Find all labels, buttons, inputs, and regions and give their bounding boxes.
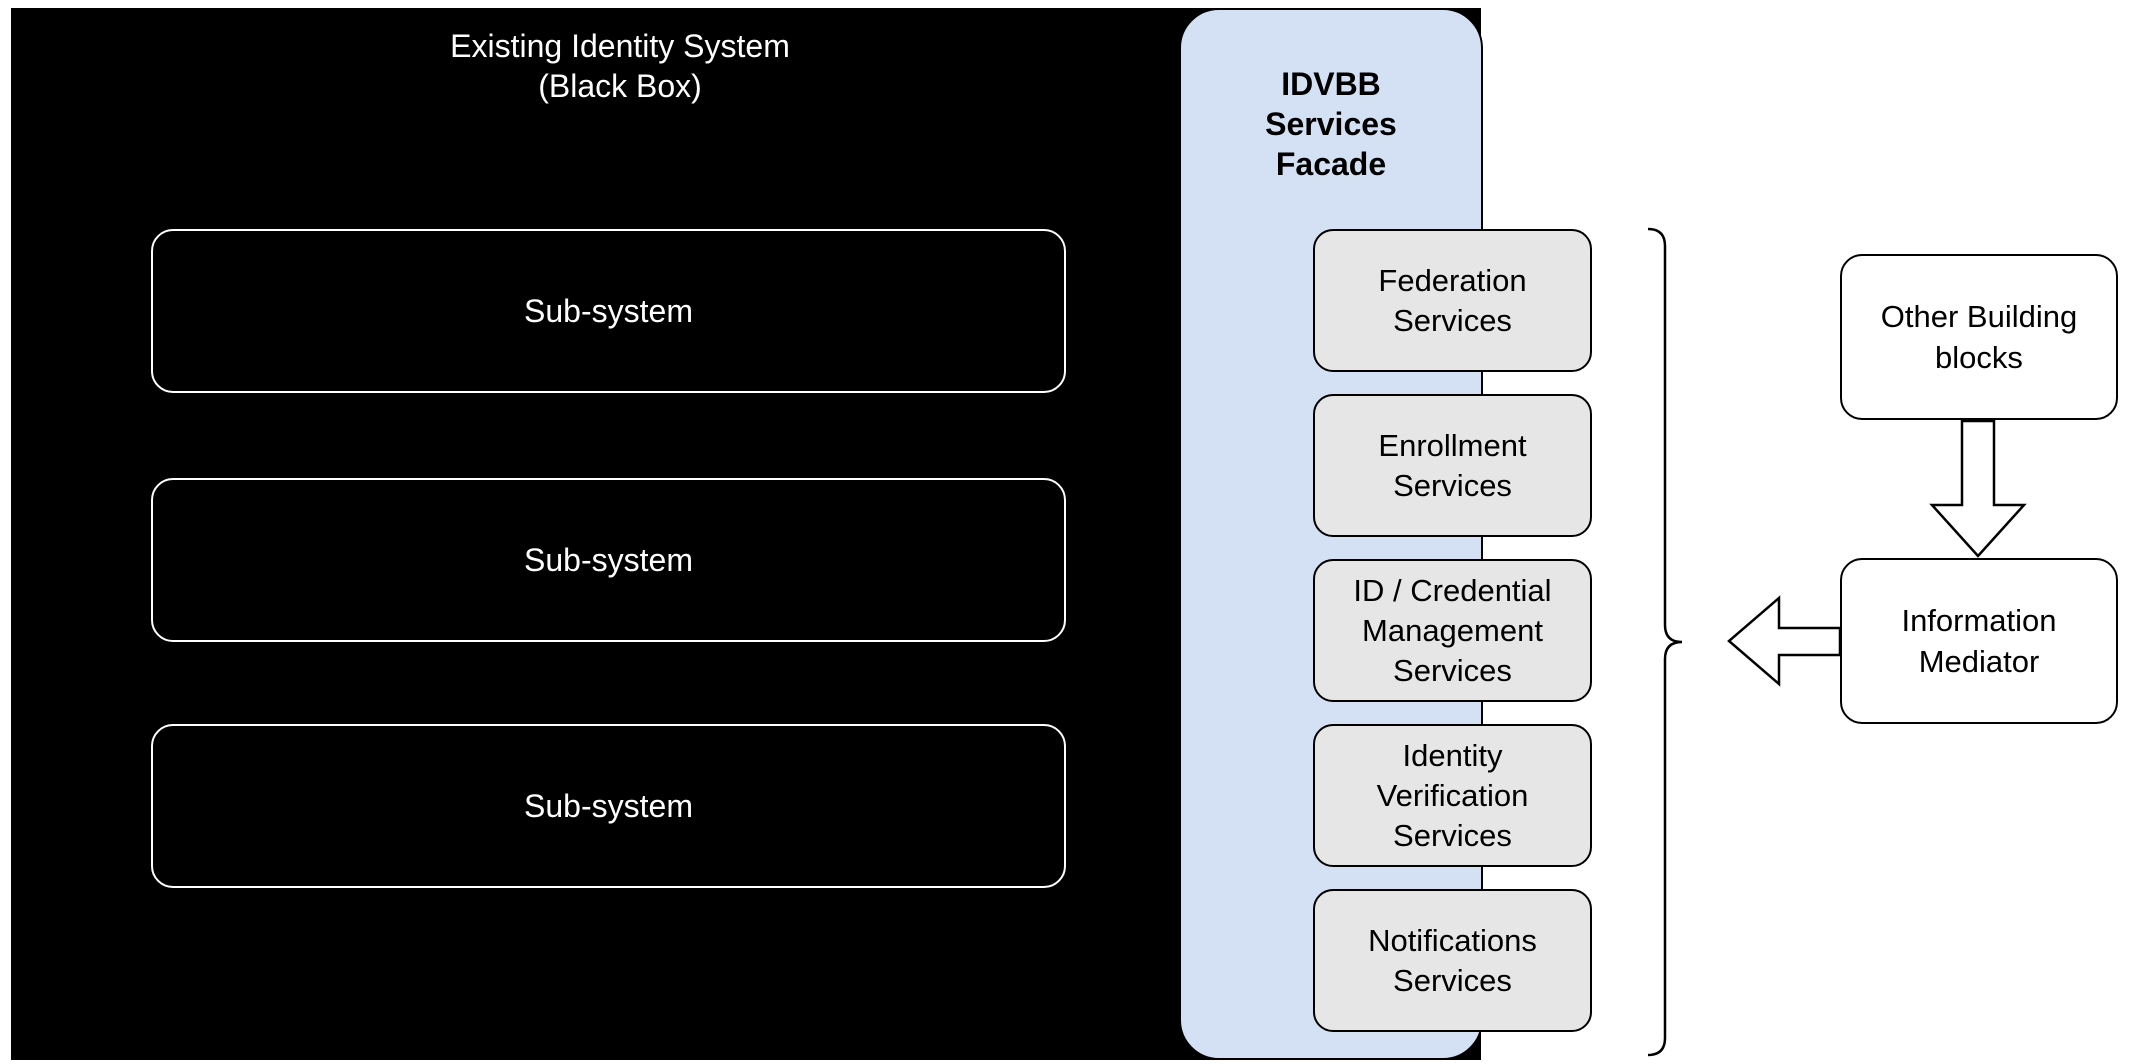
service-label-line: Management <box>1362 612 1543 648</box>
info-mediator-line1: Information <box>1901 603 2057 638</box>
identity-verification-services-box: Identity Verification Services <box>1313 724 1592 867</box>
subsystem-box: Sub-system <box>151 478 1066 642</box>
black-box-title-line1: Existing Identity System <box>450 28 790 64</box>
service-label-line: ID / Credential <box>1353 572 1552 608</box>
subsystem-box: Sub-system <box>151 724 1066 888</box>
notifications-services-box: Notifications Services <box>1313 889 1592 1032</box>
service-label-line: Federation <box>1378 262 1527 298</box>
subsystem-label: Sub-system <box>524 541 693 578</box>
facade-title: IDVBB Services Facade <box>1220 64 1442 184</box>
service-label-line: Services <box>1393 467 1512 503</box>
service-label-line: Enrollment <box>1378 427 1527 463</box>
curly-brace <box>1647 227 1683 1057</box>
subsystem-label: Sub-system <box>524 787 693 824</box>
service-label-line: Notifications <box>1368 922 1537 958</box>
subsystem-box: Sub-system <box>151 229 1066 393</box>
facade-title-line3: Facade <box>1275 146 1387 182</box>
service-label-line: Identity <box>1402 737 1503 773</box>
other-blocks-line2: blocks <box>1935 340 2023 375</box>
subsystem-label: Sub-system <box>524 292 693 329</box>
facade-title-line2: Services <box>1265 106 1397 142</box>
federation-services-box: Federation Services <box>1313 229 1592 372</box>
service-label-line: Services <box>1393 817 1512 853</box>
enrollment-services-box: Enrollment Services <box>1313 394 1592 537</box>
left-arrow-icon <box>1727 595 1842 687</box>
service-label-line: Services <box>1393 302 1512 338</box>
service-label-line: Services <box>1393 962 1512 998</box>
facade-title-line1: IDVBB <box>1281 66 1381 102</box>
credential-management-services-box: ID / Credential Management Services <box>1313 559 1592 702</box>
black-box-title-line2: (Black Box) <box>538 68 702 104</box>
info-mediator-line2: Mediator <box>1918 644 2040 679</box>
other-blocks-line1: Other Building <box>1880 299 2078 334</box>
service-label-line: Verification <box>1376 777 1529 813</box>
service-label-line: Services <box>1393 652 1512 688</box>
down-arrow-icon <box>1929 419 2027 558</box>
black-box-title: Existing Identity System (Black Box) <box>380 26 860 106</box>
other-building-blocks-box: Other Building blocks <box>1840 254 2118 420</box>
information-mediator-box: Information Mediator <box>1840 558 2118 724</box>
